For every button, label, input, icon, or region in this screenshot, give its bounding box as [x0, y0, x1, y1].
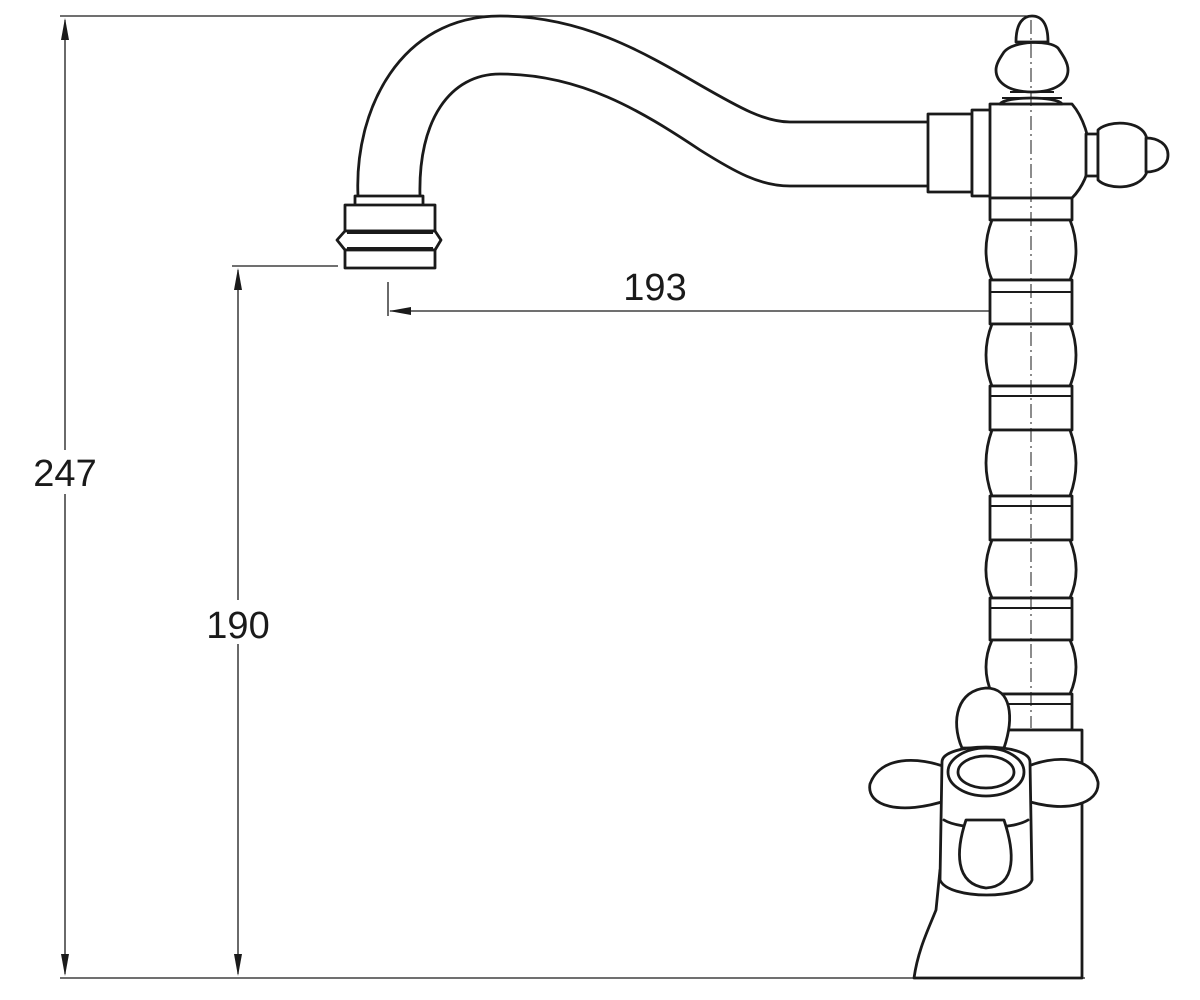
dimension-spout-height: 190: [200, 265, 338, 976]
body-hub: [988, 102, 1092, 200]
spout-height-label: 190: [206, 605, 269, 647]
arrowhead-spout-top: [234, 268, 242, 290]
faucet-outline: [335, 14, 1170, 980]
spout-reach-label: 193: [623, 267, 686, 309]
arrowhead-top: [61, 18, 69, 40]
finial-tip: [1014, 14, 1050, 44]
coupling-nut: [926, 112, 974, 194]
arrowhead-spout-bottom: [234, 954, 242, 976]
cross-handle: [868, 686, 1100, 897]
handle-arm-front: [958, 818, 1013, 890]
handle-arm-left: [868, 759, 950, 810]
aerator-upper: [343, 203, 437, 233]
handle-cap-inner: [956, 754, 1016, 790]
total-height-label: 247: [33, 453, 96, 495]
handle-arm-top: [955, 686, 1011, 750]
column-body: [984, 20, 1078, 732]
side-knob: [1084, 121, 1170, 189]
finial-ball: [994, 41, 1070, 94]
label-background: [28, 450, 102, 494]
aerator-lower: [343, 248, 437, 270]
dimension-spout-reach: 193: [387, 267, 1031, 316]
dimension-total-height: 247: [28, 15, 1085, 979]
spout-tube: [356, 14, 930, 198]
handle-arm-right: [1022, 757, 1100, 808]
side-knob-ball: [1096, 121, 1151, 189]
spout-aerator: [335, 194, 443, 270]
side-knob-stem: [1084, 132, 1100, 178]
arrowhead-reach-left: [389, 307, 411, 315]
spout-coupling: [926, 108, 994, 198]
arrowhead-bottom: [61, 954, 69, 976]
top-finial: [994, 14, 1070, 94]
side-knob-tip: [1144, 136, 1170, 174]
label-background: [200, 600, 276, 644]
